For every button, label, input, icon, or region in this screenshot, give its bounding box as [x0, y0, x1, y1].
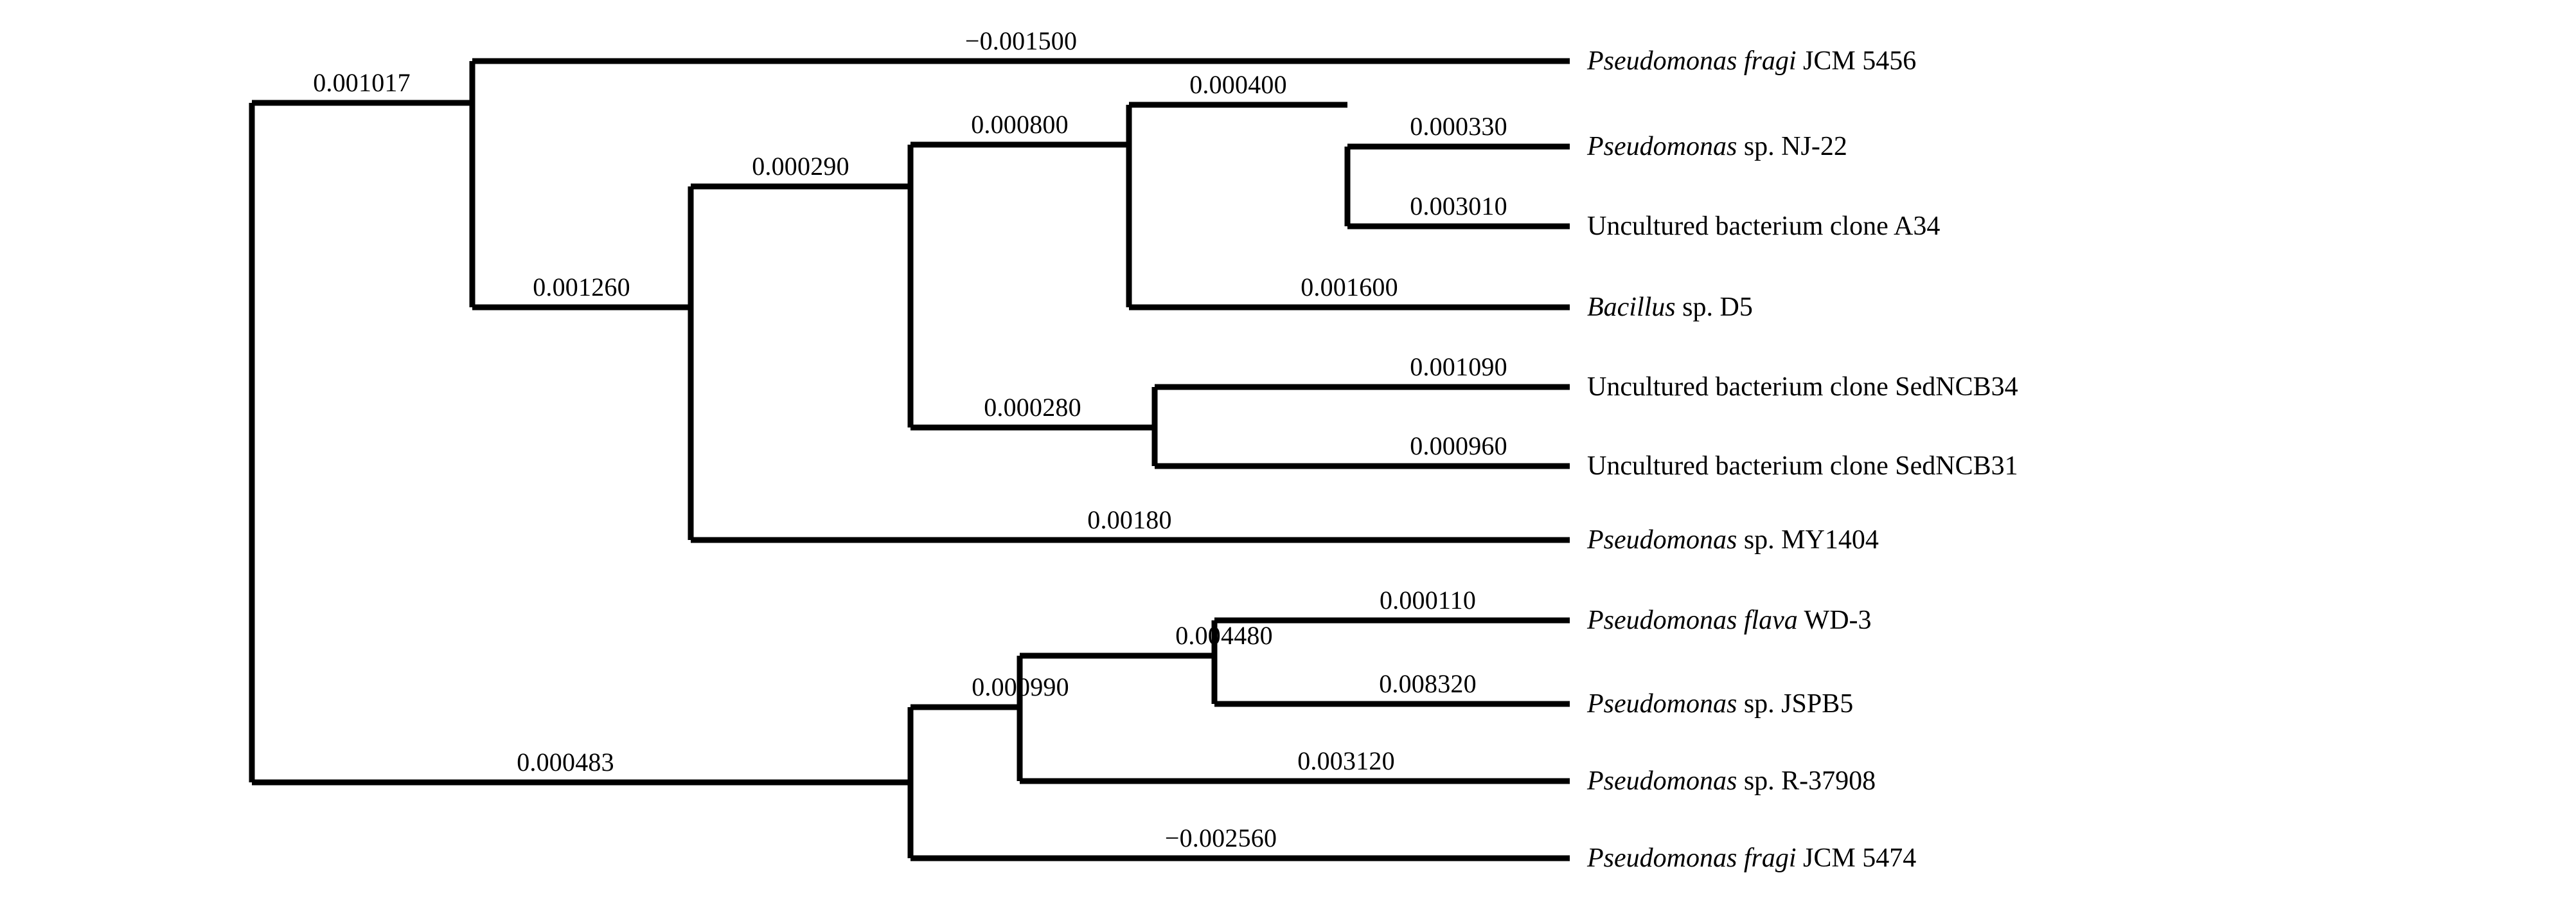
- taxon-3-roman: Uncultured bacterium clone A34: [1587, 212, 1941, 241]
- taxon-label-3: Uncultured bacterium clone A34: [1587, 211, 1940, 242]
- branch-label-0.000400: 0.000400: [1189, 70, 1287, 99]
- branch-label-leaf-3: 0.003010: [1410, 192, 1507, 221]
- taxon-6-roman: Uncultured bacterium clone SedNCB31: [1587, 451, 2018, 481]
- branch-label-0.004480: 0.004480: [1175, 621, 1273, 650]
- taxon-9-roman: sp. JSPB5: [1743, 689, 1854, 719]
- taxon-label-10: Pseudomonas sp. R-37908: [1587, 766, 1876, 797]
- taxon-2-roman: sp. NJ-22: [1743, 132, 1847, 161]
- branch-label-leaf-5: 0.001090: [1410, 352, 1507, 381]
- branch-label-leaf-10: 0.003120: [1297, 746, 1395, 775]
- branch-label-leaf-4: 0.001600: [1301, 273, 1398, 302]
- taxon-label-1: Pseudomonas fragi JCM 5456: [1587, 46, 1916, 76]
- taxon-5-roman: Uncultured bacterium clone SedNCB34: [1587, 372, 2018, 402]
- taxon-11-roman: JCM 5474: [1803, 843, 1917, 873]
- branch-label-0.000990: 0.000990: [972, 672, 1069, 701]
- taxon-label-9: Pseudomonas sp. JSPB5: [1587, 688, 1853, 719]
- branch-label-leaf-2: 0.000330: [1410, 112, 1507, 141]
- taxon-label-11: Pseudomonas fragi JCM 5474: [1587, 843, 1916, 874]
- taxon-4-italic: Bacillus: [1587, 292, 1676, 322]
- taxon-label-2: Pseudomonas sp. NJ-22: [1587, 131, 1847, 162]
- taxon-1-roman: JCM 5456: [1803, 46, 1917, 76]
- taxon-10-roman: sp. R-37908: [1743, 766, 1876, 796]
- branch-label-0.001260: 0.001260: [533, 273, 630, 302]
- taxon-7-italic: Pseudomonas: [1587, 525, 1737, 555]
- branch-label-leaf-8: 0.000110: [1379, 586, 1477, 615]
- taxon-label-7: Pseudomonas sp. MY1404: [1587, 525, 1879, 555]
- taxon-label-6: Uncultured bacterium clone SedNCB31: [1587, 451, 2018, 482]
- branch-label-leaf-7: 0.00180: [1087, 505, 1172, 534]
- taxon-1-italic: Pseudomonas fragi: [1587, 46, 1797, 76]
- taxon-8-italic: Pseudomonas flava: [1587, 606, 1798, 635]
- taxon-4-roman: sp. D5: [1682, 292, 1753, 322]
- branch-label-leaf-11: −0.002560: [1164, 824, 1277, 852]
- branch-label-leaf-9: 0.008320: [1379, 669, 1477, 698]
- branch-label-0.000483: 0.000483: [517, 748, 614, 777]
- branch-label-0.001017: 0.001017: [313, 68, 411, 97]
- taxon-7-roman: sp. MY1404: [1743, 525, 1879, 555]
- taxon-label-5: Uncultured bacterium clone SedNCB34: [1587, 372, 2018, 402]
- taxon-label-8: Pseudomonas flava WD-3: [1587, 605, 1872, 636]
- branch-label-0.000800: 0.000800: [971, 110, 1069, 139]
- taxon-label-4: Bacillus sp. D5: [1587, 292, 1753, 323]
- branch-label-0.000290: 0.000290: [752, 152, 849, 181]
- taxon-2-italic: Pseudomonas: [1587, 132, 1737, 161]
- branch-label-leaf-1: −0.001500: [964, 26, 1078, 55]
- branch-label-leaf-6: 0.000960: [1410, 431, 1507, 460]
- taxon-8-roman: WD-3: [1804, 606, 1872, 635]
- taxon-11-italic: Pseudomonas fragi: [1587, 843, 1797, 873]
- branch-label-0.000280: 0.000280: [984, 393, 1081, 422]
- taxon-10-italic: Pseudomonas: [1587, 766, 1737, 796]
- taxon-9-italic: Pseudomonas: [1587, 689, 1737, 719]
